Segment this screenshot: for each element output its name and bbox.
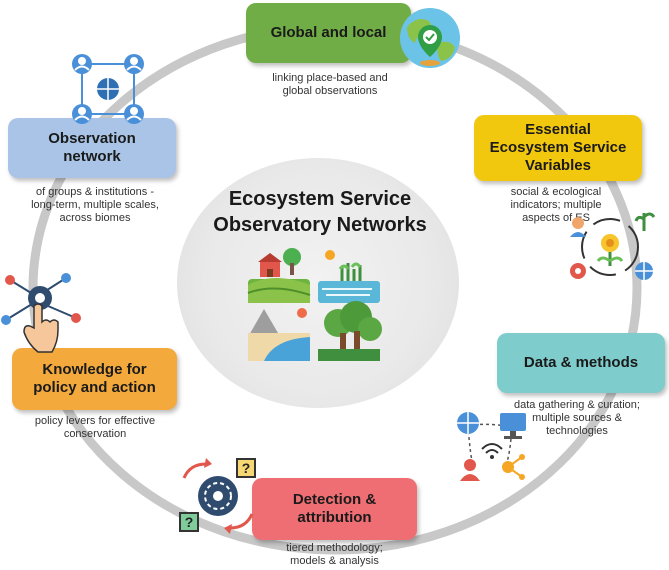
node-network-title-line2: network (63, 148, 121, 166)
desc-line: models & analysis (252, 555, 417, 568)
monitor-icon (500, 413, 526, 439)
node-knowledge-desc: policy levers for effective conservation (10, 415, 180, 441)
globe-icon (635, 262, 653, 280)
node-essv-title-line2: Ecosystem Service (490, 139, 627, 157)
node-knowledge-title-line1: Knowledge for (42, 361, 146, 379)
farm-icon (248, 248, 310, 303)
node-detect-desc: tiered methodology; models & analysis (252, 542, 417, 568)
network-node-icon (502, 454, 525, 480)
desc-line: linking place-based and (230, 72, 430, 85)
desc-line: long-term, multiple scales, (6, 199, 184, 212)
node-essential-variables: Essential Ecosystem Service Variables (474, 115, 642, 181)
question-box-icon: ? (179, 512, 199, 532)
node-network-desc: of groups & institutions - long-term, mu… (6, 186, 184, 225)
node-detect-title-line2: attribution (297, 509, 371, 527)
desc-line: of groups & institutions - (6, 186, 184, 199)
desc-line: global observations (230, 85, 430, 98)
globe-icon (97, 78, 119, 100)
hub-title-line1: Ecosystem Service (180, 186, 460, 212)
node-data-and-methods: Data & methods (497, 333, 665, 393)
desc-line: across biomes (6, 212, 184, 225)
person-icon (124, 104, 144, 124)
desc-line: social & ecological (486, 186, 626, 199)
desc-line: tiered methodology; (252, 542, 417, 555)
node-data-title: Data & methods (524, 354, 638, 372)
node-essv-title-line3: Variables (525, 157, 591, 175)
desc-line: policy levers for effective (10, 415, 180, 428)
node-essv-title-line1: Essential (525, 121, 591, 139)
wetland-icon (318, 250, 380, 303)
node-global-and-local: Global and local (246, 3, 411, 63)
question-mark: ? (185, 514, 194, 530)
person-icon (460, 459, 480, 481)
node-detection-and-attribution: Detection & attribution (252, 478, 417, 540)
person-icon (72, 54, 92, 74)
landscape-icons (244, 245, 384, 365)
question-mark: ? (242, 460, 251, 476)
person-icon (124, 54, 144, 74)
node-network-title-line1: Observation (48, 130, 136, 148)
forest-icon (318, 301, 382, 361)
data-network-icon (452, 405, 534, 487)
desc-line: conservation (10, 428, 180, 441)
globe-icon (457, 412, 479, 434)
hub-title-line2: Observatory Networks (180, 212, 460, 238)
person-icon (72, 104, 92, 124)
wifi-icon (482, 444, 502, 459)
ecosystem-cycle-icon (558, 205, 666, 287)
globe-location-icon (397, 5, 467, 75)
node-global-desc: linking place-based and global observati… (230, 72, 430, 98)
node-global-title: Global and local (271, 24, 387, 42)
hand-gear-icon (0, 266, 84, 358)
question-box-icon: ? (236, 458, 256, 478)
hub-title: Ecosystem Service Observatory Networks (180, 186, 460, 238)
coast-icon (248, 308, 310, 361)
node-knowledge-title-line2: policy and action (33, 379, 156, 397)
people-network-icon (66, 50, 150, 130)
node-detect-title-line1: Detection & (293, 491, 376, 509)
gear-icon (570, 263, 586, 279)
